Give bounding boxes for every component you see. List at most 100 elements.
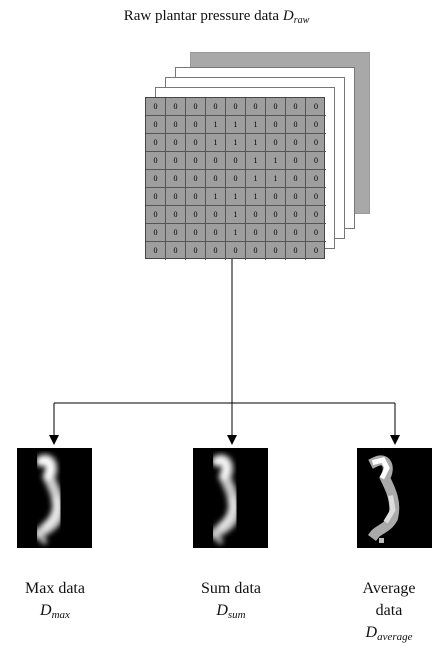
matrix-cell: 1	[246, 170, 266, 188]
matrix-cell: 0	[226, 98, 246, 116]
matrix-cell: 0	[266, 134, 286, 152]
matrix-cell: 0	[226, 242, 246, 260]
matrix-cell: 0	[186, 206, 206, 224]
matrix-cell: 0	[266, 116, 286, 134]
matrix-cell: 0	[286, 170, 306, 188]
average-data-symbol: D	[365, 624, 378, 641]
matrix-cell: 0	[186, 134, 206, 152]
matrix-cell: 0	[166, 152, 186, 170]
matrix-cell: 0	[166, 224, 186, 242]
matrix-cell: 0	[246, 98, 266, 116]
matrix-cell: 1	[206, 134, 226, 152]
diagram-title: Raw plantar pressure data Draw	[0, 8, 433, 26]
title-subscript: raw	[293, 15, 310, 26]
matrix-cell: 0	[146, 134, 166, 152]
average-data-text-2: data	[375, 602, 403, 619]
matrix-cell: 1	[246, 152, 266, 170]
matrix-cell: 0	[206, 98, 226, 116]
matrix-cell: 0	[206, 224, 226, 242]
matrix-cell: 0	[166, 134, 186, 152]
matrix-cell: 0	[306, 116, 326, 134]
title-symbol: D	[282, 8, 294, 24]
matrix-cell: 0	[186, 188, 206, 206]
matrix-cell: 1	[246, 134, 266, 152]
matrix-cell: 0	[286, 98, 306, 116]
matrix-cell: 0	[246, 206, 266, 224]
average-data-label: Average data Daverage	[345, 578, 433, 648]
matrix-cell: 0	[306, 98, 326, 116]
matrix-cell: 0	[186, 170, 206, 188]
matrix-cell: 0	[266, 224, 286, 242]
matrix-cell: 0	[306, 152, 326, 170]
matrix-cell: 0	[306, 134, 326, 152]
matrix-cell: 0	[286, 242, 306, 260]
matrix-cell: 0	[314, 246, 318, 255]
matrix-cell: 0	[186, 98, 206, 116]
matrix-cell: 0	[166, 242, 186, 260]
matrix-cell: 0	[266, 206, 286, 224]
matrix-cell: 0	[286, 134, 306, 152]
matrix-cell: 0	[186, 242, 206, 260]
sum-data-text: Sum data	[201, 580, 261, 597]
max-data-symbol: D	[40, 602, 52, 619]
matrix-cell: 0	[186, 152, 206, 170]
matrix-cell: 0	[206, 170, 226, 188]
matrix-cell: 0	[306, 170, 326, 188]
matrix-cell: 1	[246, 116, 266, 134]
matrix-cell: 1	[226, 206, 246, 224]
matrix-cell: 0	[146, 98, 166, 116]
matrix-cell: 0	[206, 206, 226, 224]
matrix-cell: 1	[266, 170, 286, 188]
max-data-label: Max data Dmax	[0, 578, 110, 626]
matrix-cell: 0	[286, 206, 306, 224]
average-data-text: Average	[362, 580, 416, 597]
sum-data-subscript: sum	[227, 609, 246, 621]
max-data-image	[17, 448, 92, 548]
matrix-cell: 1	[266, 152, 286, 170]
matrix-cell: 0	[306, 206, 326, 224]
matrix-cell: 0	[166, 188, 186, 206]
matrix-cell: 0	[206, 242, 226, 260]
matrix-cell: 0	[166, 206, 186, 224]
matrix-cell: 0	[266, 98, 286, 116]
matrix-cell: 0	[146, 224, 166, 242]
matrix-cell: 0	[166, 116, 186, 134]
matrix-cell: 1	[206, 116, 226, 134]
matrix-cell: 0	[286, 224, 306, 242]
matrix-cell: 0	[306, 188, 326, 206]
matrix-cell: 0	[246, 224, 266, 242]
matrix-cell: 0	[146, 206, 166, 224]
matrix-cell: 0	[146, 170, 166, 188]
average-data-image	[357, 448, 432, 548]
matrix-cell: 1	[226, 224, 246, 242]
matrix-cell: 0	[246, 242, 266, 260]
matrix-cell: 0	[286, 116, 306, 134]
matrix-cell: 0	[226, 170, 246, 188]
average-data-subscript: average	[377, 631, 413, 643]
sum-data-label: Sum data Dsum	[176, 578, 286, 626]
matrix-cell: 0	[186, 116, 206, 134]
matrix-cell: 0	[166, 170, 186, 188]
sum-data-symbol: D	[216, 602, 228, 619]
matrix-cell: 0	[286, 188, 306, 206]
matrix-cell: 0	[146, 116, 166, 134]
max-data-text: Max data	[25, 580, 85, 597]
matrix-cell: 0	[146, 188, 166, 206]
matrix-cell: 0	[146, 152, 166, 170]
sum-data-image	[193, 448, 268, 548]
matrix-cell: 0	[266, 242, 286, 260]
matrix-cell: 0	[206, 152, 226, 170]
matrix-cell: 0	[226, 152, 246, 170]
matrix-cell: 0	[186, 224, 206, 242]
matrix-cell: 0	[166, 98, 186, 116]
matrix-cell: 1	[226, 188, 246, 206]
matrix-cell: 0	[266, 188, 286, 206]
matrix-cell: 1	[206, 188, 226, 206]
matrix-cell: 0	[146, 242, 166, 260]
matrix-cell: 1	[226, 134, 246, 152]
matrix-cell: 1	[226, 116, 246, 134]
matrix-cell: 1	[246, 188, 266, 206]
title-text: Raw plantar pressure data	[123, 8, 283, 24]
